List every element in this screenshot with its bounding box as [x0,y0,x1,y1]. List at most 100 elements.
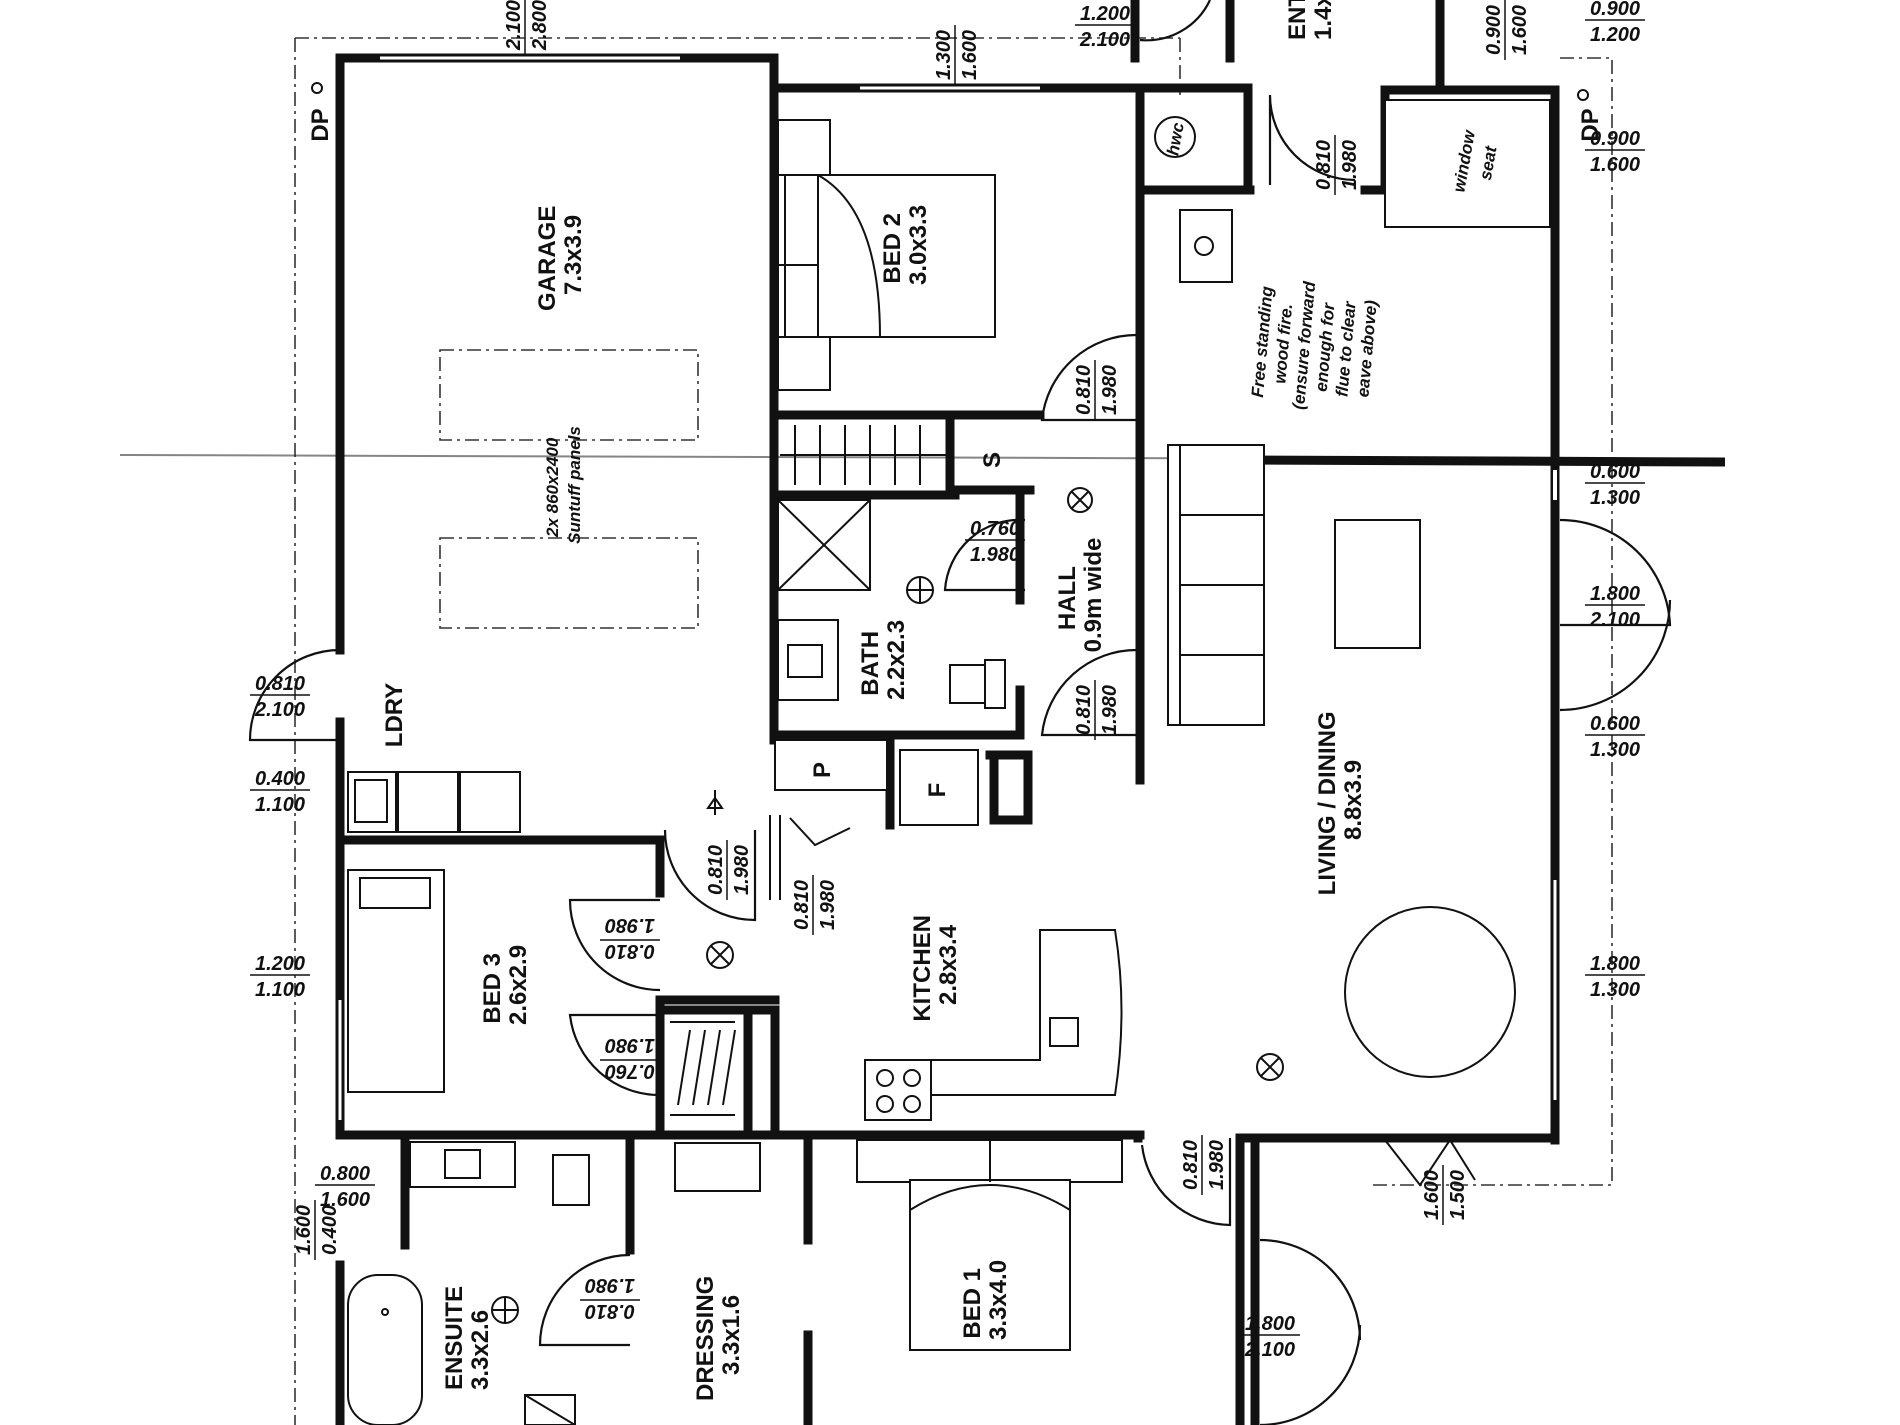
dimension-top-right-2: 0.900 1.200 [1585,0,1645,46]
dimension-height: 1.300 [1590,487,1640,509]
dp-label-left: DP [307,108,334,141]
room-labels: GARAGE 7.3x3.9 BED 2 3.0x3.3 BATH 2.2x2.… [381,0,1367,1401]
hall-label: HALL 0.9m wide [1054,538,1107,653]
dimension-height: 1.100 [255,794,305,816]
bed-2-label: BED 2 3.0x3.3 [879,205,932,285]
dimension-height: 1.980 [1206,1140,1228,1190]
window-seat [1384,99,1551,228]
fixtures [311,82,1589,1425]
dining-table [1344,906,1516,1078]
boundary-line [294,37,1613,1425]
windows [338,56,1557,1120]
dimension-height: 2.100 [1079,29,1130,51]
exhaust-fan-icon [491,576,934,1324]
dimension-height: 1.200 [1590,24,1640,46]
entry-label: ENT 1.4x2 [1284,0,1337,40]
dimension-width: 2.100 [503,0,525,51]
dimension-width: 0.810 [1073,365,1095,415]
coffee-table [1334,519,1421,649]
skylight-panel [439,537,699,629]
dimension-width: 0.810 [1313,140,1335,190]
dimension-width: 1.200 [255,953,305,975]
pantry-label: P [809,762,836,778]
dimension-width: 0.600 [1590,461,1640,483]
ensuite-toilet [552,1154,590,1206]
dimension-bath-door: 0.760 1.980 [965,518,1025,566]
dimension-width: 0.900 [1590,0,1640,20]
bed-1-bed [909,1179,1071,1351]
dimension-height: 1.980 [605,914,655,936]
ceiling-light-icon [706,487,1284,1081]
dimension-right-window-3: 1.800 1.300 [1585,953,1645,1001]
dimension-right-door-1: 1.800 2.100 [1585,583,1645,631]
dimension-width: 1.800 [1590,953,1640,975]
dimension-height: 2.100 [1244,1339,1295,1361]
wood-fire [1179,209,1233,283]
bed-3-label: BED 3 2.6x2.9 [479,945,532,1025]
bed-2-bed [784,174,996,338]
dimension-height: 0.400 [319,1205,341,1255]
skylight-panel [439,349,699,441]
dimension-width: 0.760 [605,1060,655,1082]
dimension-right-door-2: 1.800 2.100 [1240,1313,1300,1361]
dimension-width: 0.760 [970,518,1020,540]
dimension-height: 1.980 [817,880,839,930]
dimension-width: 0.810 [705,845,727,895]
fridge-label: F [924,783,951,798]
bath-label: BATH 2.2x2.3 [857,620,910,700]
dimension-left-window-2: 1.200 1.100 [250,953,310,1001]
dimension-width: 0.810 [1180,1140,1202,1190]
ensuite-label: ENSUITE 3.3x2.6 [441,1279,494,1390]
dimension-width: 0.810 [255,673,305,695]
dimension-ensuite-door: 0.810 1.980 [580,1274,640,1322]
dimension-height: 1.600 [959,30,981,80]
dimension-width: 0.900 [1590,128,1640,150]
bathtub [347,1274,423,1425]
store-label: S [979,452,1006,468]
dimension-height: 1.980 [970,544,1020,566]
dimension-height: 1.980 [585,1274,635,1296]
dimension-height: 1.600 [1509,5,1531,55]
dimension-height: 1.600 [320,1189,370,1211]
dimension-height: 1.980 [731,845,753,895]
dimension-height: 1.600 [1590,154,1640,176]
dimension-height: 1.980 [605,1034,655,1056]
dimension-height: 1.980 [1099,365,1121,415]
dimension-width: 1.600 [293,1205,315,1255]
hwc-unit [1154,116,1196,158]
dimension-width: 0.810 [791,880,813,930]
bed-1-label: BED 1 3.3x4.0 [959,1260,1012,1340]
dimension-height: 1.100 [255,979,305,1001]
dimension-height: 1.500 [1447,1170,1469,1220]
dressing-label: DRESSING 3.3x1.6 [692,1269,745,1401]
ldry-label: LDRY [381,683,408,747]
door-swings [248,0,1672,1425]
dimension-height: 1.300 [1590,979,1640,1001]
dimension-width: 0.810 [585,1300,635,1322]
dimension-width: 1.800 [1245,1313,1295,1335]
dimension-height: 1.300 [1590,739,1640,761]
dimension-width: 1.600 [1421,1170,1443,1220]
dimension-height: 1.980 [1339,140,1361,190]
living-dining-label: LIVING / DINING 8.8x3.9 [1314,705,1367,896]
dimension-height: 2.800 [529,0,551,51]
dimension-width: 1.800 [1590,583,1640,605]
dimension-height: 2.100 [1589,609,1640,631]
scan-line-heavy [1239,455,1726,467]
